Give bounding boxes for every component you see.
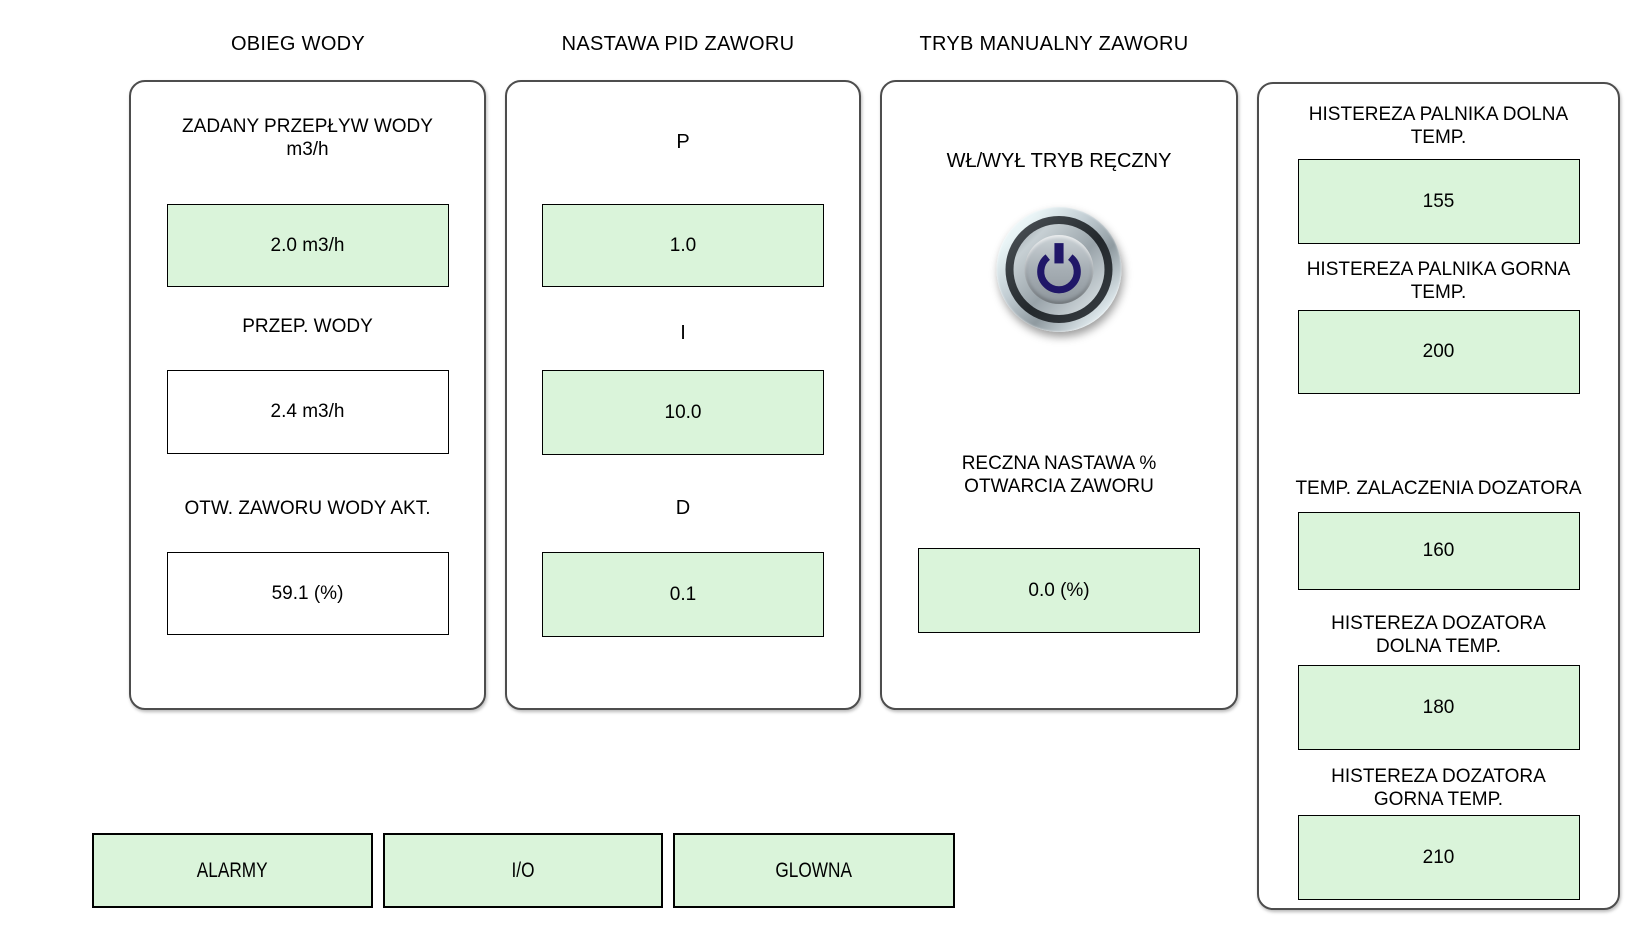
nav-button-alarms-label: ALARMY [197, 858, 268, 882]
panel-water-circuit: ZADANY PRZEPŁYW WODY m3/h 2.0 m3/h PRZEP… [129, 80, 486, 710]
manual-valve-opening-value: 0.0 (%) [1028, 579, 1090, 601]
valve-opening-readout-value: 59.1 (%) [271, 582, 344, 604]
water-flow-readout-value: 2.4 m3/h [270, 401, 345, 422]
nav-button-io[interactable]: I/O [383, 833, 663, 908]
valve-opening-readout: 59.1 (%) [166, 552, 449, 635]
water-flow-readout: 2.4 m3/h [166, 370, 449, 454]
burner-hysteresis-low-label: HISTEREZA PALNIKA DOLNA TEMP. [1308, 104, 1569, 148]
water-flow-setpoint-input[interactable]: 2.0 m3/h [166, 204, 449, 287]
section-title-manual: TRYB MANUALNY ZAWORU [919, 33, 1189, 55]
dispenser-hysteresis-high-label: HISTEREZA DOZATORA GORNA TEMP. [1331, 766, 1546, 810]
section-title-water: OBIEG WODY [230, 33, 366, 55]
water-flow-setpoint-value: 2.0 m3/h [270, 234, 345, 256]
dispenser-hysteresis-low-label: HISTEREZA DOZATORA DOLNA TEMP. [1331, 613, 1546, 657]
manual-setpoint-label: RECZNA NASTAWA % OTWARCIA ZAWORU [961, 453, 1157, 497]
dispenser-hysteresis-high-value: 210 [1422, 846, 1455, 868]
water-flow-label: PRZEP. WODY [242, 316, 373, 337]
dispenser-enable-temp-label: TEMP. ZALACZENIA DOZATORA [1295, 478, 1582, 499]
manual-mode-power-button[interactable] [996, 207, 1122, 332]
valve-opening-label: OTW. ZAWORU WODY AKT. [184, 498, 431, 519]
pid-i-input[interactable]: 10.0 [542, 370, 824, 455]
pid-d-value: 0.1 [669, 583, 697, 605]
burner-hysteresis-high-value: 200 [1422, 341, 1455, 362]
nav-button-alarms[interactable]: ALARMY [92, 833, 373, 908]
dispenser-hysteresis-high-input[interactable]: 210 [1297, 815, 1580, 900]
panel-temperature-settings: HISTEREZA PALNIKA DOLNA TEMP. 155 HISTER… [1257, 82, 1620, 910]
dispenser-hysteresis-low-input[interactable]: 180 [1297, 665, 1580, 750]
burner-hysteresis-low-input[interactable]: 155 [1297, 159, 1580, 244]
pid-p-value: 1.0 [669, 234, 697, 256]
power-icon [1037, 243, 1081, 294]
nav-button-io-label: I/O [511, 858, 535, 882]
burner-hysteresis-low-value: 155 [1422, 190, 1455, 212]
pid-p-label: P [676, 131, 690, 153]
dispenser-enable-temp-value: 160 [1422, 540, 1455, 561]
panel-pid-settings: P 1.0 I 10.0 D 0.1 [505, 80, 861, 710]
water-setpoint-label: ZADANY PRZEPŁYW WODY m3/h [182, 116, 433, 160]
pid-p-input[interactable]: 1.0 [542, 204, 824, 287]
pid-d-label: D [675, 497, 691, 519]
manual-toggle-label: WŁ/WYŁ TRYB RĘCZNY [946, 150, 1172, 172]
manual-valve-opening-input[interactable]: 0.0 (%) [918, 548, 1200, 633]
nav-button-main-label: GLOWNA [775, 858, 853, 882]
nav-button-main[interactable]: GLOWNA [673, 833, 955, 908]
burner-hysteresis-high-label: HISTEREZA PALNIKA GORNA TEMP. [1306, 259, 1571, 303]
dispenser-hysteresis-low-value: 180 [1422, 696, 1455, 718]
pid-i-value: 10.0 [664, 401, 702, 423]
section-title-pid: NASTAWA PID ZAWORU [561, 33, 795, 55]
burner-hysteresis-high-input[interactable]: 200 [1297, 310, 1580, 394]
panel-manual-mode: WŁ/WYŁ TRYB RĘCZNY RECZNA NASTAWA % OTWA… [880, 80, 1238, 710]
pid-d-input[interactable]: 0.1 [542, 552, 824, 637]
dispenser-enable-temp-input[interactable]: 160 [1297, 512, 1580, 590]
pid-i-label: I [680, 322, 686, 344]
